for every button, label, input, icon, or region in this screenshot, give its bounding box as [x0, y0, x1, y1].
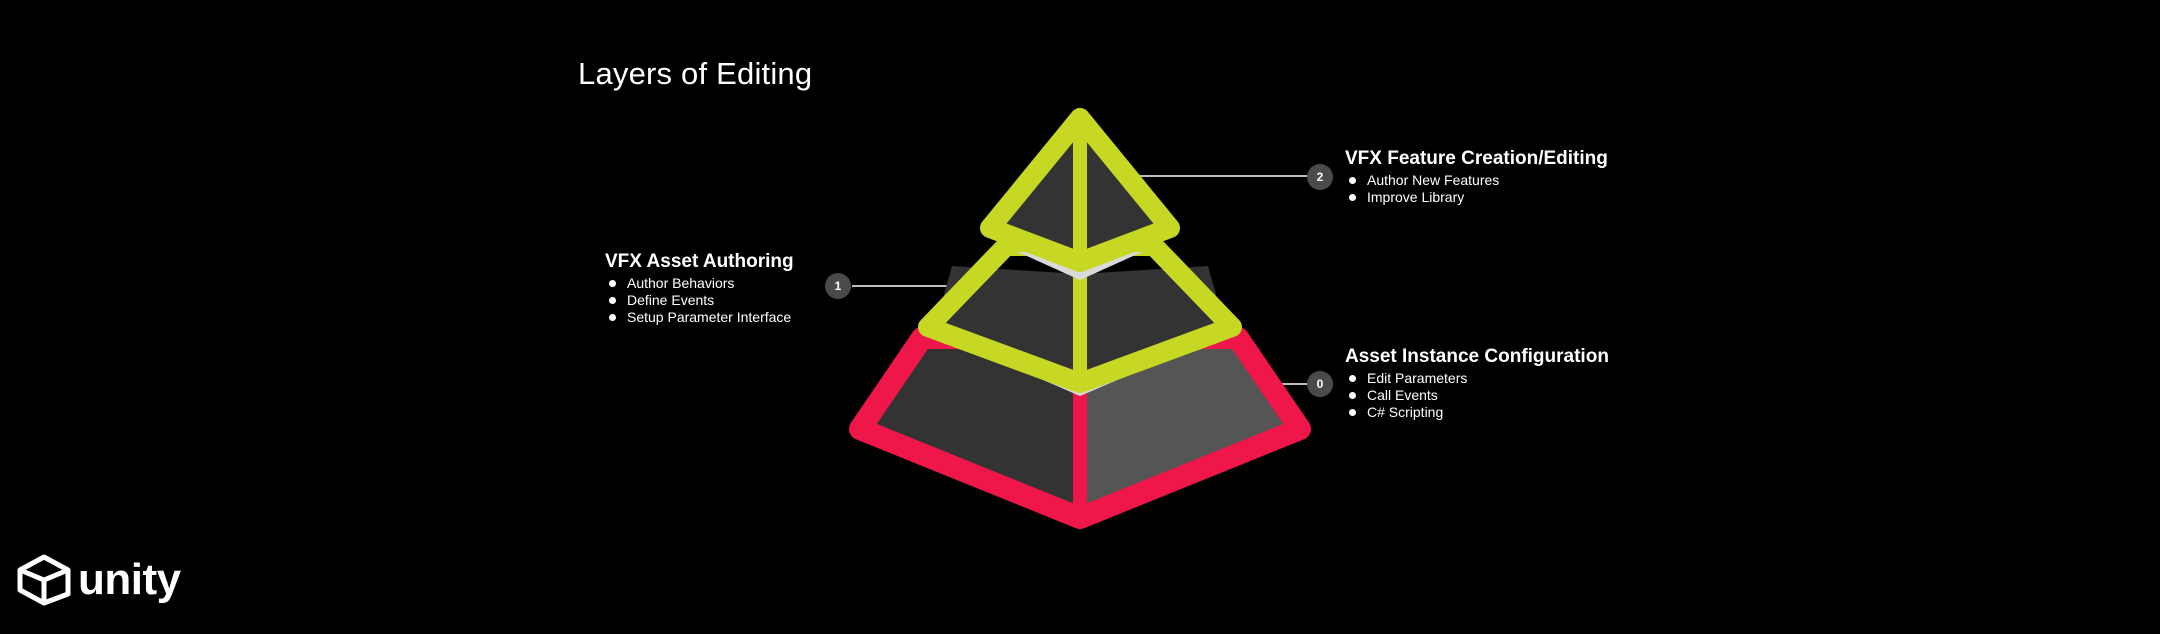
list-item: Edit Parameters: [1349, 370, 1609, 387]
list-item: C# Scripting: [1349, 404, 1609, 421]
callout-list: Author New Features Improve Library: [1345, 172, 1608, 206]
list-item: Call Events: [1349, 387, 1609, 404]
list-item: Setup Parameter Interface: [609, 309, 794, 326]
list-item: Author New Features: [1349, 172, 1608, 189]
unity-logo: unity: [16, 553, 181, 607]
pyramid-layer-2: [980, 108, 1180, 272]
callout-heading: VFX Feature Creation/Editing: [1345, 148, 1608, 169]
callout-feature-creation: VFX Feature Creation/Editing Author New …: [1345, 148, 1608, 206]
callout-heading: Asset Instance Configuration: [1345, 346, 1609, 367]
callout-heading: VFX Asset Authoring: [605, 251, 794, 272]
slide-title: Layers of Editing: [578, 56, 813, 91]
layer-badge-0: 0: [1307, 371, 1333, 397]
unity-wordmark: unity: [78, 555, 181, 604]
list-item: Author Behaviors: [609, 275, 794, 292]
callout-list: Author Behaviors Define Events Setup Par…: [605, 275, 794, 326]
callout-instance-configuration: Asset Instance Configuration Edit Parame…: [1345, 346, 1609, 421]
callout-asset-authoring: VFX Asset Authoring Author Behaviors Def…: [605, 251, 794, 326]
list-item: Define Events: [609, 292, 794, 309]
list-item: Improve Library: [1349, 189, 1608, 206]
callout-list: Edit Parameters Call Events C# Scripting: [1345, 370, 1609, 421]
layer-badge-1: 1: [825, 273, 851, 299]
layer-badge-2: 2: [1307, 164, 1333, 190]
unity-cube-icon: [17, 554, 71, 606]
